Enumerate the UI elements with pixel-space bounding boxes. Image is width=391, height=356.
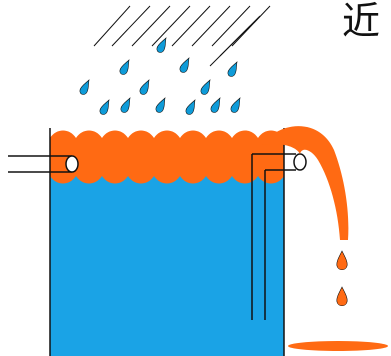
rain-drop [227, 61, 238, 77]
inlet-pipe-mouth [65, 155, 79, 173]
overflow-water [50, 130, 284, 184]
orange-drops [336, 250, 348, 307]
drop-icon [336, 250, 348, 271]
rain-streak [209, 25, 251, 67]
puddle-icon [288, 341, 388, 351]
rain-streak [171, 5, 211, 47]
rain-streak [131, 5, 171, 47]
rain-drop [210, 97, 221, 113]
rain-streak [111, 5, 151, 47]
rain-streak [151, 5, 191, 47]
rain-streak [93, 5, 131, 47]
rain-drop [156, 37, 167, 53]
rain-drop [155, 97, 166, 113]
rain-streak [191, 5, 231, 47]
rain-drop [179, 57, 190, 73]
rain-drop [139, 79, 150, 95]
rain-drop [119, 59, 130, 75]
rain-drop [185, 99, 196, 115]
rain-drop [99, 99, 110, 115]
rain-streak [231, 5, 271, 47]
inlet-pipe [8, 155, 79, 173]
rain-drop [200, 79, 211, 95]
rain-drop [79, 79, 90, 95]
rain-icon [79, 5, 271, 115]
rain-drop [230, 97, 241, 113]
drop-icon [336, 286, 348, 307]
rain-drop [120, 97, 131, 113]
heading-text: 近 [342, 0, 381, 43]
rain-streak [211, 5, 251, 47]
tank-icon [49, 128, 285, 356]
outlet-pipe [251, 153, 307, 320]
overflow-stream-icon [262, 126, 349, 240]
outlet-pipe-mouth [293, 153, 307, 171]
